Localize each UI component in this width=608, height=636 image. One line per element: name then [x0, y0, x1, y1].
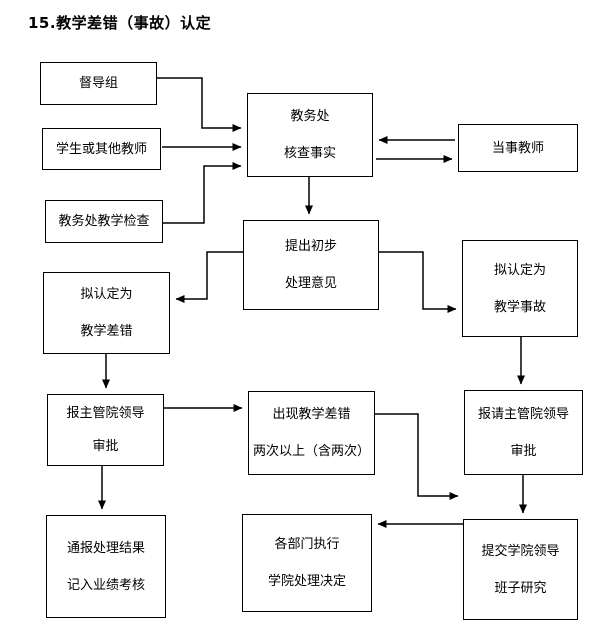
- node-label: 处理意见: [284, 276, 337, 291]
- node-label: 教务处教学检查: [58, 214, 150, 229]
- node-label: 报请主管院领导: [477, 406, 569, 422]
- node-submit-leader-approval: 报请主管院领导 审批: [464, 390, 583, 475]
- node-label: 学生或其他教师: [55, 141, 147, 157]
- node-aao-teaching-inspection: 教务处教学检查: [45, 200, 163, 243]
- edge-aao-teaching-inspection-to-aao-verify-facts: [163, 162, 242, 224]
- node-supervision-group: 督导组: [40, 62, 157, 105]
- node-as-teaching-error: 拟认定为 教学差错: [43, 272, 170, 354]
- node-departments-execute: 各部门执行 学院处理决定: [242, 514, 372, 612]
- node-report-results-assessment: 通报处理结果 记入业绩考核: [46, 515, 166, 618]
- node-label: 审批: [510, 443, 537, 459]
- node-label: 提交学院领导: [481, 543, 560, 559]
- node-label: 核查事实: [283, 146, 336, 161]
- edge-preliminary-opinion-to-as-teaching-accident: [379, 251, 457, 313]
- edge-supervision-group-to-aao-verify-facts: [157, 77, 242, 132]
- node-label: 教务处: [290, 109, 330, 124]
- edge-error-twice-or-more-to-leadership-review-path: [375, 413, 459, 500]
- node-label: 两次以上（含两次）: [252, 444, 370, 459]
- node-label: 各部门执行: [274, 537, 340, 552]
- node-teacher-concerned: 当事教师: [458, 124, 578, 172]
- edge-preliminary-opinion-to-as-teaching-error: [175, 251, 243, 303]
- diagram-title: 15.教学差错（事故）认定: [28, 14, 212, 32]
- node-label: 教学差错: [80, 324, 133, 339]
- node-label: 督导组: [78, 76, 118, 91]
- node-label: 拟认定为: [80, 287, 133, 302]
- node-label: 通报处理结果: [66, 540, 145, 556]
- node-error-twice-or-more: 出现教学差错 两次以上（含两次）: [248, 391, 375, 475]
- node-label: 出现教学差错: [272, 407, 351, 422]
- node-label: 学院处理决定: [267, 574, 346, 589]
- node-preliminary-opinion: 提出初步 处理意见: [243, 220, 379, 310]
- node-label: 提出初步: [284, 239, 337, 254]
- node-label: 教学事故: [493, 299, 546, 315]
- node-label: 记入业绩考核: [66, 577, 145, 593]
- node-label: 报主管院领导: [66, 406, 145, 421]
- node-submit-leadership-team: 提交学院领导 班子研究: [463, 519, 578, 620]
- node-as-teaching-accident: 拟认定为 教学事故: [462, 240, 578, 337]
- node-report-leader-approval: 报主管院领导 审批: [47, 394, 164, 466]
- node-label: 班子研究: [494, 580, 547, 596]
- node-label: 拟认定为: [493, 262, 546, 278]
- node-label: 审批: [92, 439, 119, 454]
- node-aao-verify-facts: 教务处 核查事实: [247, 93, 373, 177]
- node-label: 当事教师: [491, 140, 544, 156]
- node-students-or-other-teachers: 学生或其他教师: [42, 128, 161, 170]
